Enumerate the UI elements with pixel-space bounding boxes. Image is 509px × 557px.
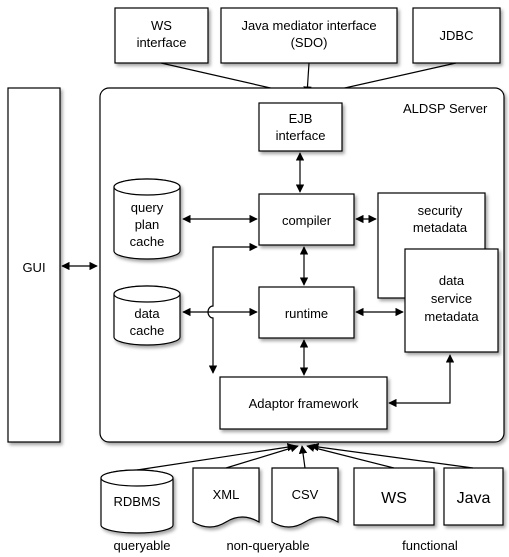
java-source-label: Java xyxy=(457,490,491,507)
ejb-label-1: EJB xyxy=(289,111,313,126)
java-to-server-arrow-bottom xyxy=(310,442,474,469)
queryable-label: queryable xyxy=(113,538,170,553)
query-plan-cache-label-3: cache xyxy=(130,234,165,249)
ejb-label-2: interface xyxy=(276,128,326,143)
compiler-adaptor-connector xyxy=(207,242,258,374)
runtime-box: runtime xyxy=(258,286,355,339)
ws-source-label: WS xyxy=(381,490,407,507)
ejb-interface-box: EJB interface xyxy=(258,102,343,152)
csv-document: CSV xyxy=(271,467,339,528)
rdbms-label: RDBMS xyxy=(114,494,161,509)
compiler-box: compiler xyxy=(258,193,355,246)
gui-label: GUI xyxy=(22,260,45,275)
query-plan-cache-cylinder: query plan cache xyxy=(113,178,181,260)
xml-document: XML xyxy=(192,467,260,528)
ws-interface-box: WS interface xyxy=(114,7,209,64)
data-service-metadata-box: data service metadata xyxy=(404,248,499,353)
adaptor-framework-label: Adaptor framework xyxy=(249,396,359,411)
query-plan-cache-label-2: plan xyxy=(135,217,160,232)
java-source-box: Java xyxy=(443,467,504,526)
xml-to-server-arrow xyxy=(225,444,299,469)
java-mediator-label-2: (SDO) xyxy=(291,35,328,50)
data-service-metadata-label-2: service xyxy=(431,291,472,306)
adaptor-dsmetadata-arrow xyxy=(388,354,455,408)
data-service-metadata-label-3: metadata xyxy=(424,309,479,324)
gui-box: GUI xyxy=(7,87,61,443)
rdbms-to-server-arrow xyxy=(136,442,296,471)
query-plan-cache-label-1: query xyxy=(131,200,164,215)
data-service-metadata-label-1: data xyxy=(439,273,465,288)
security-metadata-label-2: metadata xyxy=(413,220,468,235)
ws-to-server-arrow-bottom xyxy=(306,443,395,469)
functional-label: functional xyxy=(402,538,458,553)
ws-interface-label-2: interface xyxy=(137,35,187,50)
security-metadata-label-1: security xyxy=(418,203,463,218)
data-cache-label-1: data xyxy=(134,306,160,321)
ws-interface-label-1: WS xyxy=(151,18,172,33)
non-queryable-label: non-queryable xyxy=(226,538,309,553)
xml-label: XML xyxy=(213,487,240,502)
rdbms-cylinder: RDBMS xyxy=(100,469,174,534)
aldsp-server-label: ALDSP Server xyxy=(403,101,488,116)
ws-source-box: WS xyxy=(353,467,435,526)
compiler-label: compiler xyxy=(282,213,332,228)
csv-label: CSV xyxy=(292,487,319,502)
java-mediator-interface-box: Java mediator interface (SDO) xyxy=(220,7,398,64)
data-cache-label-2: cache xyxy=(130,323,165,338)
runtime-label: runtime xyxy=(285,306,328,321)
jdbc-box: JDBC xyxy=(412,7,501,64)
adaptor-framework-box: Adaptor framework xyxy=(219,376,388,430)
csv-to-server-arrow xyxy=(298,445,308,469)
java-mediator-label-1: Java mediator interface xyxy=(241,18,376,33)
data-cache-cylinder: data cache xyxy=(113,285,181,346)
jdbc-label: JDBC xyxy=(440,28,474,43)
